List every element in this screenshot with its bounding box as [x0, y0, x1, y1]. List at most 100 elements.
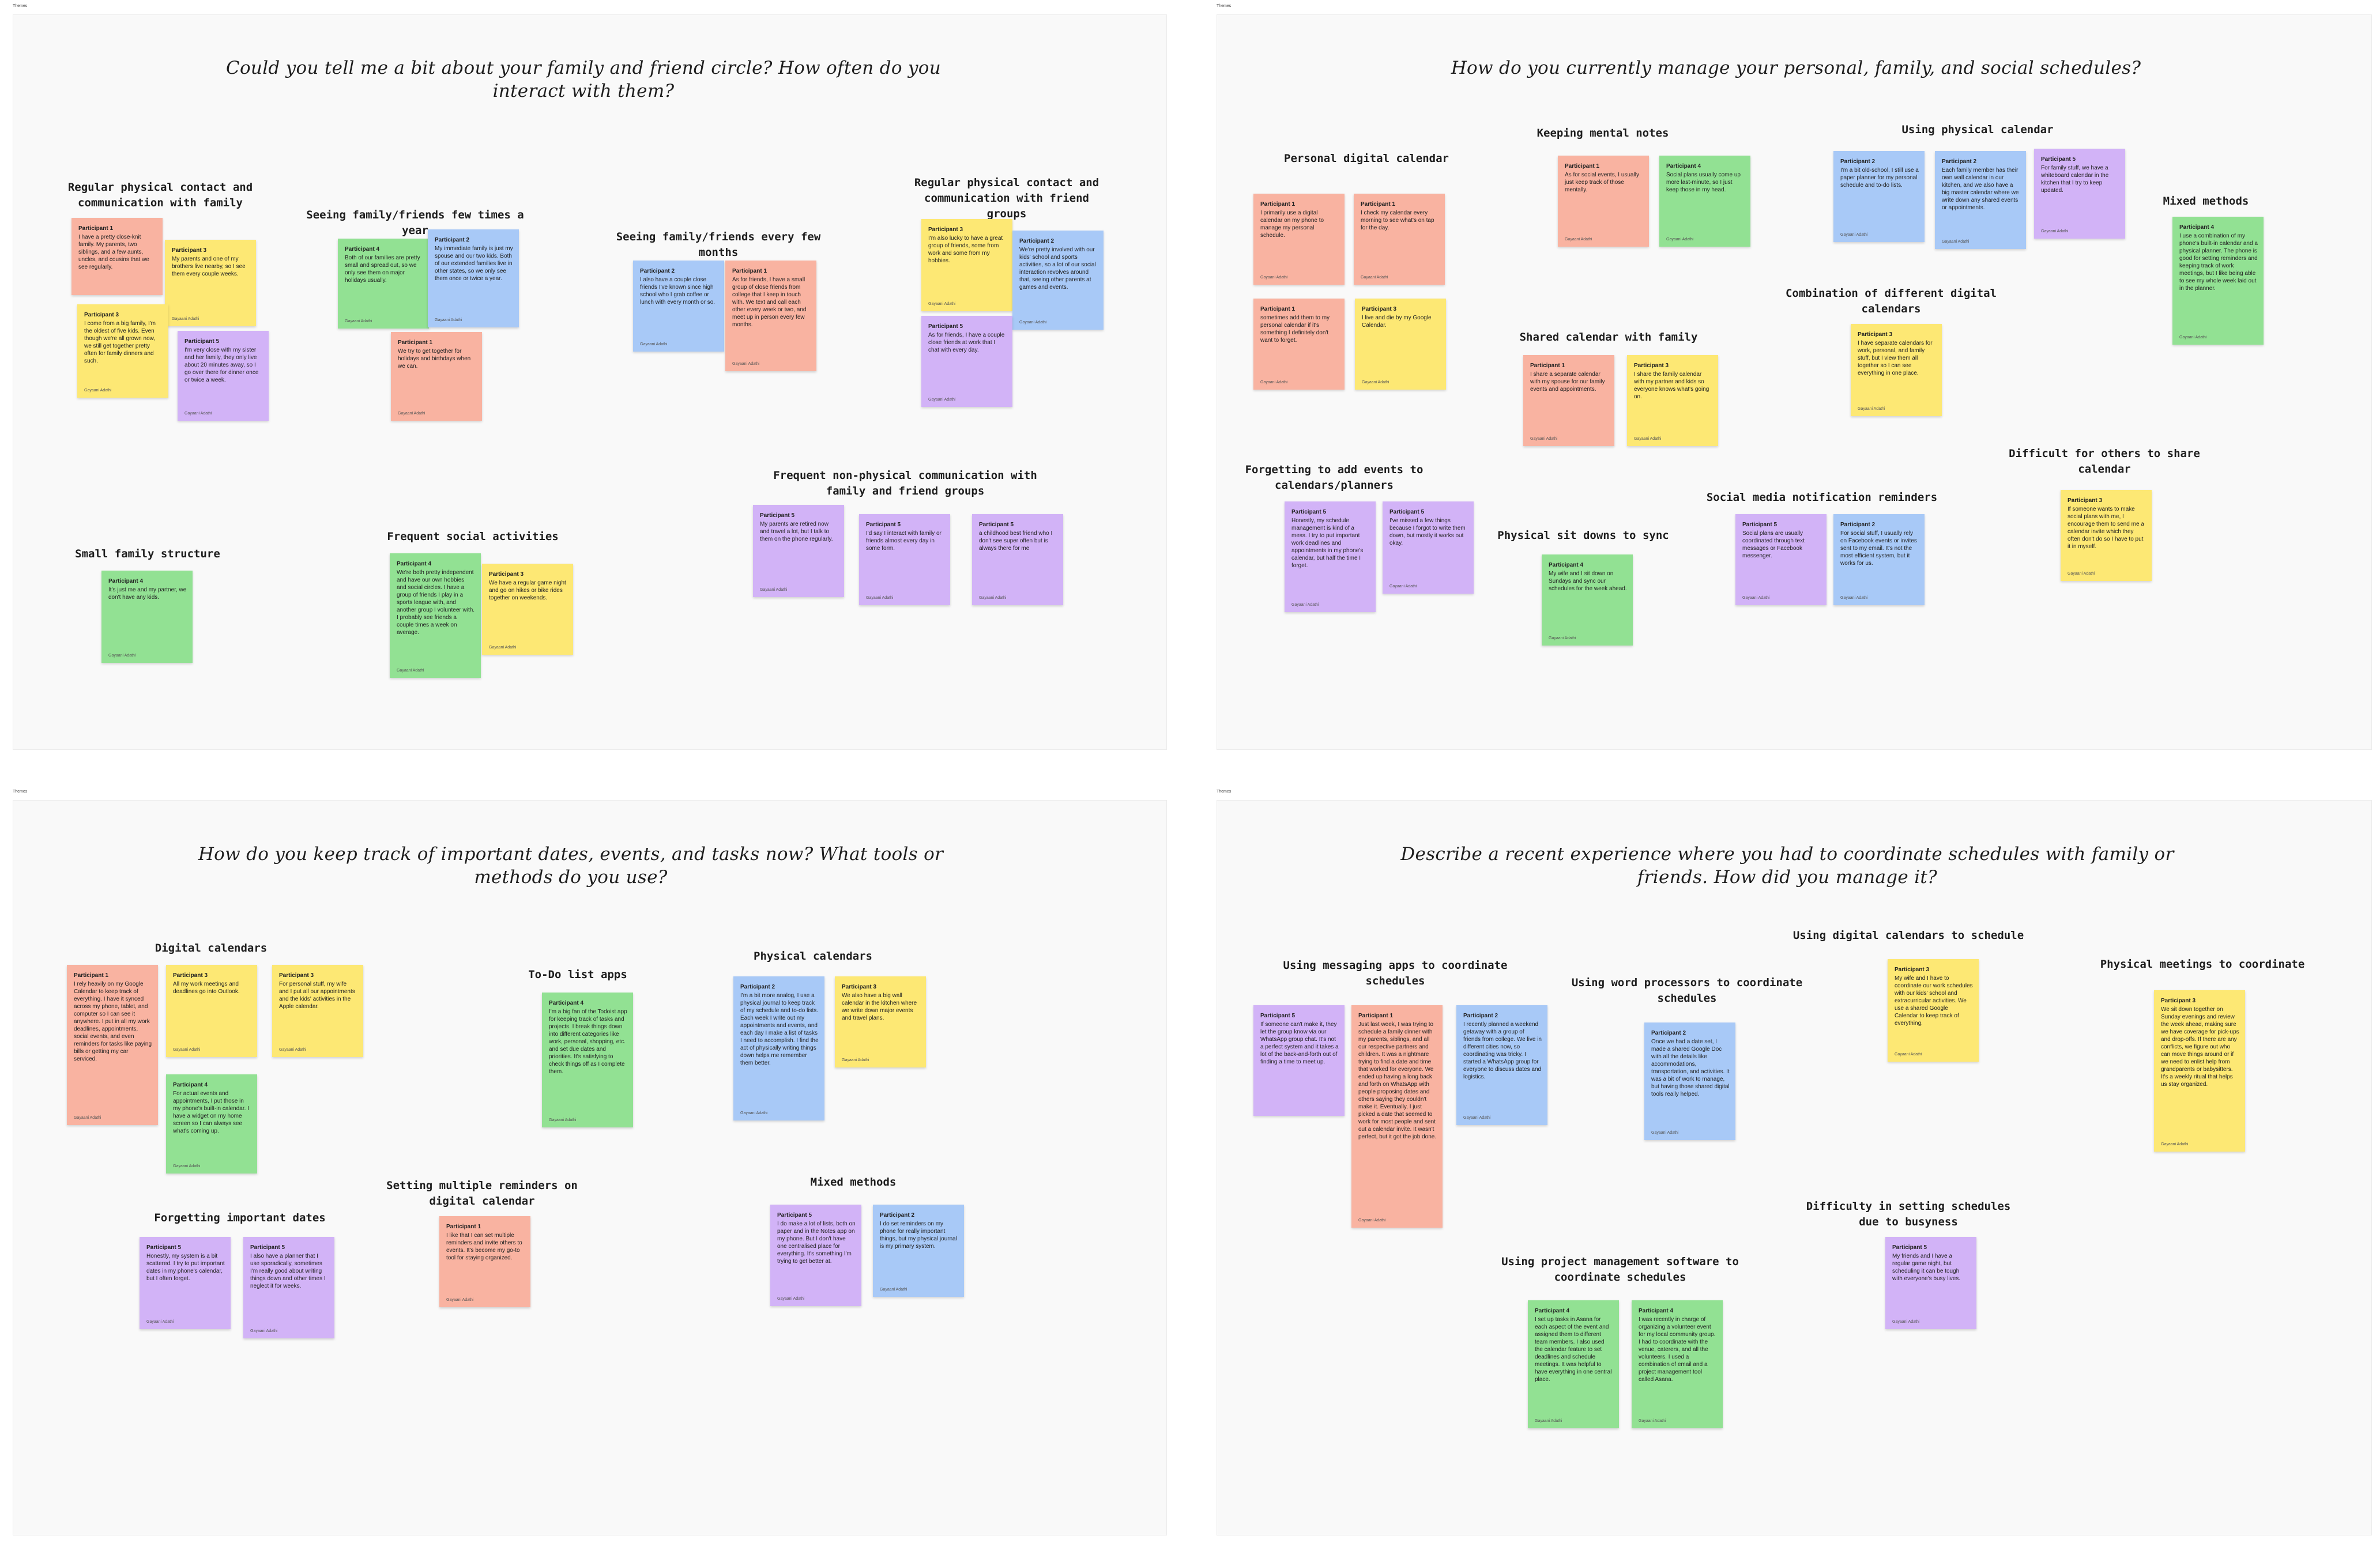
cluster-heading: Digital calendars: [155, 942, 268, 954]
note-text: Social plans are usually coordinated thr…: [1742, 530, 1805, 559]
note-text: We have a regular game night and go on h…: [489, 580, 566, 601]
frame-label: Themes: [1217, 4, 1232, 8]
cluster-heading: Difficult for others to share calendar: [2009, 447, 2200, 476]
note-author: Gayaani Adathi: [84, 388, 112, 393]
note-participant: Participant 3: [928, 227, 963, 233]
note-text: As for social events, I usually just kee…: [1565, 172, 1639, 193]
note-text: I was recently in charge of organizing a…: [1639, 1316, 1716, 1383]
board-question: How do you keep track of important dates…: [198, 844, 944, 888]
note-author: Gayaani Adathi: [1549, 636, 1576, 640]
note-text: I'm very close with my sister and her fa…: [184, 347, 259, 383]
note-text: I also have a couple close friends I've …: [640, 277, 715, 305]
cluster-heading: Physical meetings to coordinate: [2100, 958, 2305, 971]
note-text: I live and die by my Google Calendar.: [1362, 315, 1432, 329]
note-participant: Participant 3: [84, 312, 119, 318]
cluster-heading: Mixed methods: [810, 1176, 897, 1188]
board-question: How do you currently manage your persona…: [1451, 58, 2141, 78]
cluster-heading: Using messaging apps to coordinate sched…: [1283, 959, 1508, 987]
note-participant: Participant 5: [250, 1244, 285, 1251]
note-text: I'm a big fan of the Todoist app for kee…: [549, 1009, 627, 1075]
note-participant: Participant 5: [928, 323, 963, 330]
note-author: Gayaani Adathi: [740, 1111, 768, 1115]
sticky-note[interactable]: Participant 2 I'm a bit old-school, I sti…: [1833, 151, 1925, 242]
note-participant: Participant 2: [1840, 159, 1876, 165]
note-author: Gayaani Adathi: [446, 1298, 474, 1302]
note-text: I'm a bit old-school, I still use a pape…: [1840, 167, 1919, 188]
cluster-heading: Seeing family/friends every few months: [616, 231, 821, 259]
note-author: Gayaani Adathi: [1639, 1419, 1666, 1423]
note-participant: Participant 5: [2041, 156, 2076, 163]
note-text: For social stuff, I usually rely on Face…: [1840, 530, 1917, 567]
note-author: Gayaani Adathi: [398, 412, 425, 416]
frame-label: Themes: [13, 790, 28, 794]
note-author: Gayaani Adathi: [928, 302, 956, 306]
note-author: Gayaani Adathi: [74, 1116, 101, 1120]
note-author: Gayaani Adathi: [1840, 233, 1868, 237]
note-text: Both of our families are pretty small an…: [345, 255, 420, 284]
note-participant: Participant 3: [173, 972, 208, 979]
cluster-heading: Personal digital calendar: [1284, 152, 1449, 165]
note-participant: Participant 3: [279, 972, 314, 979]
note-participant: Participant 4: [1549, 562, 1584, 568]
cluster-heading: Forgetting important dates: [154, 1212, 326, 1224]
note-participant: Participant 4: [1535, 1308, 1570, 1314]
